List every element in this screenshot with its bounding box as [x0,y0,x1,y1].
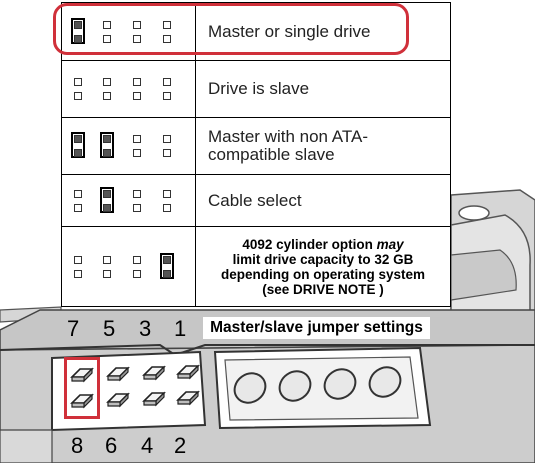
drive-housing-ridge [450,249,517,301]
pin-diagram [62,175,196,226]
jumper-pin [133,149,141,157]
jumper-pin [103,204,111,212]
jumper-pin [133,256,141,264]
ribbon-slot [233,372,267,404]
pin-number-label: 4 [141,433,154,458]
jumper-pin [103,78,111,86]
highlight-ring [53,3,409,55]
recess-pin-front [143,400,157,406]
jumper-pin [103,256,111,264]
recess-pin-front [177,373,191,379]
table-row: Master with non ATA- compatible slave [62,118,450,175]
jumper-pin [74,270,82,278]
setting-label: Drive is slave [208,79,310,98]
jumper-pin [163,135,171,143]
row-description: Master with non ATA- compatible slave [196,118,450,174]
jumper-pin [103,190,111,198]
setting-label: Master or single drive [208,21,371,41]
ribbon-slot [278,370,312,402]
ribbon-slot [323,368,357,400]
jumper-pin [103,135,111,143]
jumper-pin [74,78,82,86]
jumper-pin [163,190,171,198]
pin-diagram [62,61,196,117]
jumper-pin [133,204,141,212]
row-description: Cable select [196,175,450,226]
recess-pin-front [143,374,157,380]
note-line: 4092 cylinder option [242,236,377,252]
pin-number-label: 6 [105,433,118,458]
jumper-pin [133,92,141,100]
jumper-pin [163,204,171,212]
jumper-pin [133,35,141,43]
row-description: Master or single drive [196,3,450,60]
jumper-pin [74,135,82,143]
jumper-pin [163,35,171,43]
jumper-pin [163,21,171,29]
row-description: 4092 cylinder option may limit drive cap… [196,227,450,306]
drive-base-left [0,429,53,463]
jumper-pin [163,270,171,278]
jumper-pin [133,78,141,86]
recess-pin-front [107,375,121,381]
jumper-pin [163,149,171,157]
jumper-pin [133,135,141,143]
pin-diagram [62,227,196,306]
jumper-pin [74,21,82,29]
jumper-pin [133,190,141,198]
pin-number-label: 7 [67,316,80,341]
recess-pin-front [71,376,85,382]
table-row: 4092 cylinder option may limit drive cap… [62,227,450,306]
pin-number-label: 3 [139,316,152,341]
jumper-pin [133,270,141,278]
recess-pin-front [177,399,191,405]
jumper-pin [103,92,111,100]
setting-label: Cable select [208,190,302,210]
pin-number-label: 8 [71,433,84,458]
table-row: Master or single drive [62,3,450,61]
pin-number-label: 1 [174,316,187,341]
note-line: depending on operating system [220,266,426,282]
highlighted-pin-pair [64,357,100,419]
jumper-pin [163,78,171,86]
recess-pin-front [107,401,121,407]
ribbon-recess-inner [224,356,419,421]
ribbon-slots [233,366,402,404]
jumper-pin [74,190,82,198]
note-line: limit drive capacity to 32 GB [232,251,414,267]
jumper-pin [163,92,171,100]
jumper-pin [74,92,82,100]
jumper-pin [74,35,82,43]
note-line: (see DRIVE NOTE ) [262,281,384,297]
screw-hole [458,205,490,221]
capacity-note: 4092 cylinder option may limit drive cap… [196,237,450,297]
row-description: Drive is slave [196,61,450,117]
recess-pin-grid [70,364,200,409]
jumper-pin [74,149,82,157]
pin-diagram [62,118,196,174]
setting-label: Master with non ATA- compatible slave [208,127,368,164]
jumper-pin [163,256,171,264]
note-emphasis: may [376,236,404,252]
jumper-pin [133,21,141,29]
recess-pin-front [71,402,85,408]
ribbon-slot [368,366,402,398]
pin-number-label: 5 [103,316,116,341]
pin-number-label: 2 [174,433,187,458]
jumper-settings-caption: Master/slave jumper settings [203,317,430,339]
jumper-pin [74,256,82,264]
jumper-pin [103,21,111,29]
jumper-pin [103,35,111,43]
table-row: Cable select [62,175,450,227]
jumper-pin [103,270,111,278]
jumper-pin [103,149,111,157]
jumper-pin [74,204,82,212]
table-row: Drive is slave [62,61,450,118]
pin-diagram [62,3,196,60]
